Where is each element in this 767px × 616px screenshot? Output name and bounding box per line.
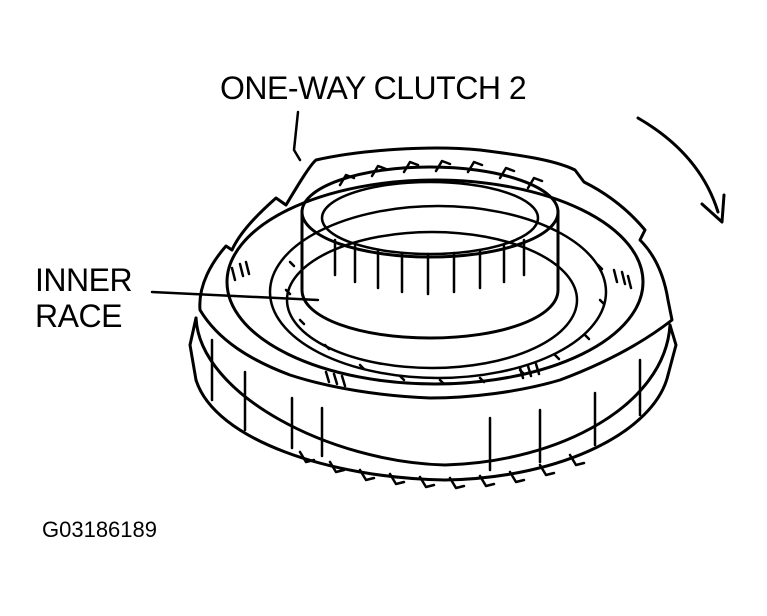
inner-flange-groove (268, 204, 608, 380)
outer-drum-bottom (194, 316, 672, 467)
inner-flange-ring (225, 178, 645, 386)
clutch-leader-line (292, 110, 302, 162)
inner-race-leader-line (150, 290, 320, 302)
stamp-marks (230, 260, 633, 388)
inner-race-bore (320, 180, 540, 256)
roller-cage-ring (285, 230, 579, 370)
outer-drum-lower-rim (194, 373, 670, 482)
outer-drum-left-side (188, 316, 198, 382)
outer-drum-right-side (666, 323, 678, 377)
one-way-clutch-label: ONE-WAY CLUTCH 2 (220, 70, 527, 106)
inner-race-label: INNER RACE (35, 262, 133, 334)
outer-flange-rim (198, 146, 674, 400)
bottom-teeth (298, 450, 586, 490)
drum-lugs (210, 338, 642, 472)
race-splines (333, 238, 526, 296)
race-top-serration (338, 159, 544, 190)
inner-race-label-line2: RACE (35, 298, 122, 334)
figure-code: G03186189 (42, 517, 157, 542)
inner-race-label-line1: INNER (35, 262, 133, 298)
inner-race-body (300, 210, 560, 340)
curved-rotation-arrow-icon (636, 116, 726, 224)
